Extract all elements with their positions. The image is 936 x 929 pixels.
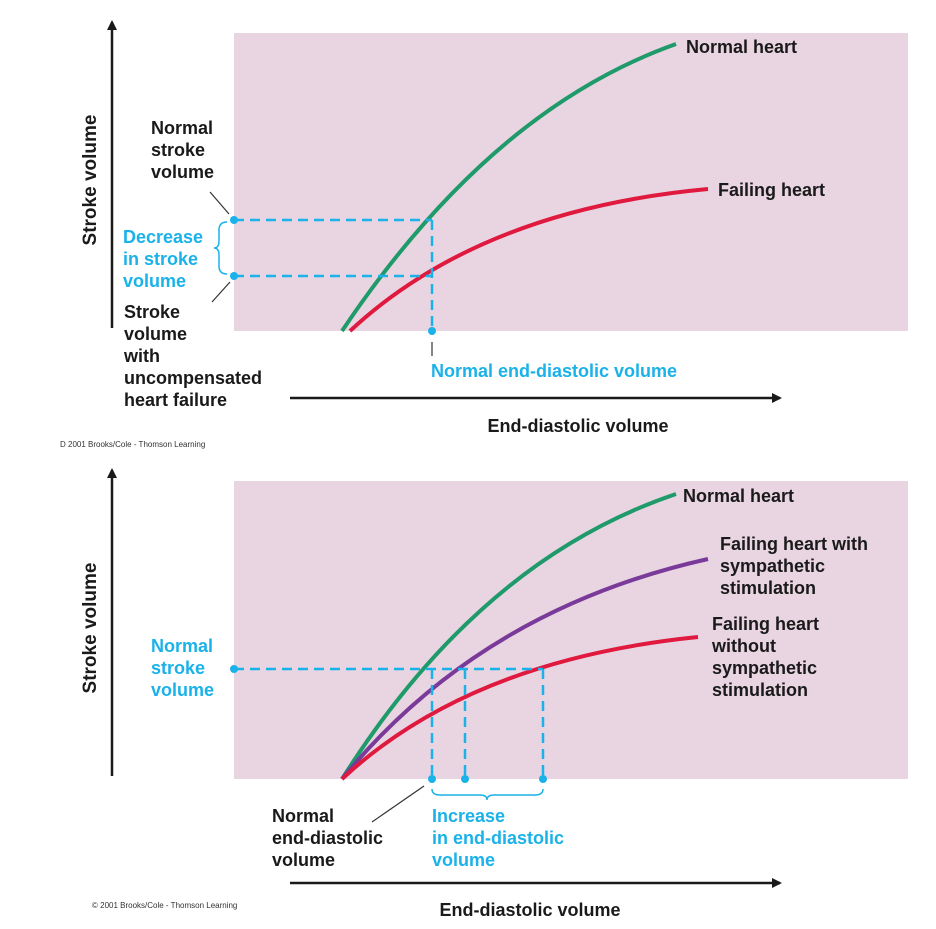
bottom-plot-area	[234, 481, 908, 779]
bottom-failing-symp-label: Failing heart with sympathetic stimulati…	[720, 534, 873, 598]
bottom-failing-edv-dot	[539, 775, 547, 783]
bottom-normal-sv-dot	[230, 665, 238, 673]
top-panel: Stroke volume End-diastolic volume Norma…	[60, 20, 908, 449]
top-decrease-sv-label: Decrease in stroke volume	[123, 227, 208, 291]
bottom-copyright: © 2001 Brooks/Cole - Thomson Learning	[92, 901, 237, 910]
top-decrease-brace	[213, 221, 228, 275]
top-normal-sv-dot	[230, 216, 238, 224]
top-normal-sv-leader	[209, 191, 230, 215]
top-uncomp-sv-leader	[211, 281, 231, 303]
bottom-panel: Stroke volume End-diastolic volume Norma…	[80, 468, 908, 920]
bottom-y-axis-label: Stroke volume	[80, 563, 101, 694]
top-normal-heart-curve	[340, 42, 677, 333]
top-failing-heart-curve	[348, 187, 709, 333]
bottom-sympathetic-curve	[340, 557, 709, 781]
bottom-normal-edv-dot	[428, 775, 436, 783]
top-normal-sv-label: Normal stroke volume	[151, 118, 218, 182]
bottom-failing-nosymp-label: Failing heart without sympathetic stimul…	[711, 614, 824, 700]
top-uncomp-sv-label: Stroke volume with uncompensated heart f…	[123, 302, 267, 410]
bottom-increase-edv-label: Increase in end-diastolic volume	[432, 806, 569, 870]
top-plot-area	[234, 33, 908, 331]
bottom-failing-heart-curve	[340, 635, 699, 781]
bottom-symp-edv-dot	[461, 775, 469, 783]
bottom-normal-heart-label: Normal heart	[683, 486, 794, 506]
bottom-increase-brace	[431, 788, 544, 801]
bottom-normal-edv-label: Normal end-diastolic volume	[272, 806, 388, 870]
top-y-axis-label: Stroke volume	[80, 115, 101, 246]
bottom-normal-sv-label: Normal stroke volume	[151, 636, 218, 700]
top-failing-sv-dot	[230, 272, 238, 280]
top-copyright: D 2001 Brooks/Cole - Thomson Learning	[60, 440, 205, 449]
top-failing-heart-label: Failing heart	[718, 180, 825, 200]
top-normal-heart-label: Normal heart	[686, 37, 797, 57]
top-normal-edv-label: Normal end-diastolic volume	[431, 361, 677, 381]
top-x-axis-label: End-diastolic volume	[487, 416, 668, 436]
bottom-normal-edv-leader	[371, 785, 425, 823]
top-edv-dot	[428, 327, 436, 335]
bottom-x-axis-label: End-diastolic volume	[439, 900, 620, 920]
bottom-normal-heart-curve	[340, 492, 677, 781]
